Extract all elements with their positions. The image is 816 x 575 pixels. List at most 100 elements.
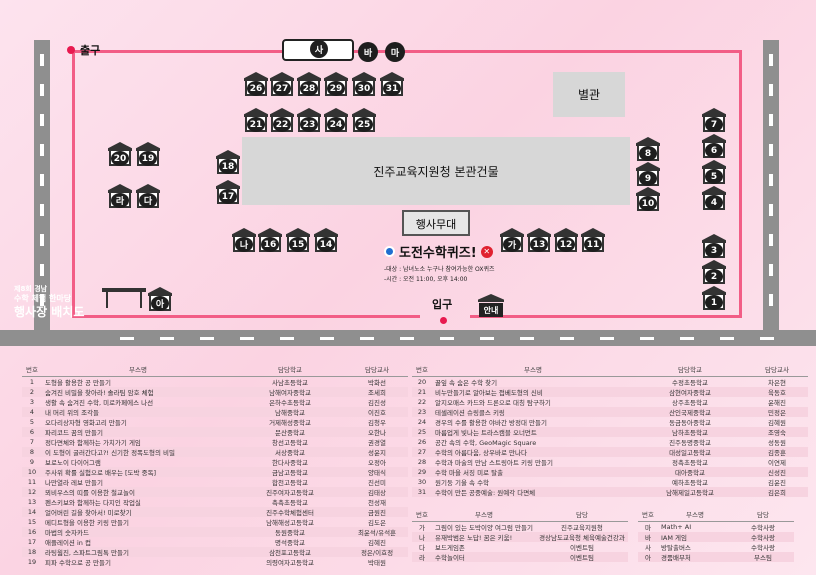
table-cell: 정다면체와 함께하는 가치가기 게임: [45, 439, 141, 447]
fence-bottom-right: [470, 315, 742, 318]
col-charge: 담당: [535, 507, 628, 522]
table-cell: 파리코드 꿈의 만들기: [42, 427, 234, 437]
booth-marker: 마: [385, 42, 405, 62]
col-teacher: 담당교사: [346, 362, 408, 377]
annex-building: 별관: [553, 72, 625, 117]
table-cell: 김종훈: [746, 447, 808, 457]
booth-tent: 15: [286, 228, 310, 252]
quiz-x-icon: ✕: [480, 245, 493, 258]
table-cell: 경상남도교육청 체육예술건강과: [535, 532, 628, 542]
table-cell: 의령여자고등학교: [266, 559, 314, 567]
table-cell: IAM 게임: [658, 532, 732, 542]
table-cell: 다: [419, 544, 425, 552]
table-cell: 박태원: [368, 559, 386, 567]
table-cell: 5: [29, 418, 35, 426]
entrance-label: 입구: [432, 298, 453, 311]
table-cell: 마름업게 빛나는 트라스캠블 오너먼트: [432, 427, 634, 437]
table-cell: 동금동아중학교: [669, 419, 711, 427]
booth-tent: 12: [554, 228, 578, 252]
table-cell: 오다리상자형 영화고리 만들기: [45, 419, 127, 427]
col-school: 담당학교: [234, 362, 346, 377]
table-cell: 정은/이효정: [346, 547, 408, 557]
table-cell: 진주여자고등학교: [234, 487, 346, 497]
table-cell: 23: [412, 407, 432, 417]
road-right: [763, 40, 779, 330]
table-cell: 진주수학체험센터: [234, 507, 346, 517]
table-cell: 15: [27, 518, 37, 526]
table-cell: 25: [412, 427, 432, 437]
table-cell: 18: [22, 547, 42, 557]
table-cell: 서상중학교: [234, 447, 346, 457]
table-cell: 오정아: [368, 459, 386, 467]
table-cell: 진선미: [368, 479, 386, 487]
table-cell: 6: [22, 427, 42, 437]
booth-tent: 2: [702, 260, 726, 284]
booth-tent: 24: [324, 108, 348, 132]
table-cell: 마: [645, 524, 651, 532]
booth-tent: 8: [636, 137, 660, 161]
booth-tent: 16: [258, 228, 282, 252]
table-cell: 남해해성고등학교: [266, 519, 314, 527]
table-cell: 김혜진: [368, 539, 386, 547]
table-cell: 도형을 활용한 공 만들기: [45, 379, 111, 387]
table-cell: 예하초등학교: [672, 479, 708, 487]
table-cell: 수학의 아름다움, 상우바로 만나다: [432, 447, 634, 457]
table-cell: 신성진: [746, 467, 808, 477]
table-cell: 20: [417, 378, 427, 386]
table-cell: 김윤진: [768, 479, 786, 487]
table-cell: 남하초등학교: [634, 427, 746, 437]
table-cell: 숨겨진 비밀을 찾아라! 솔라팀 암호 체험: [42, 387, 234, 397]
table-cell: 권경열: [368, 439, 386, 447]
table-cell: 29: [412, 467, 432, 477]
table-cell: 유재박범은 노답! 꿈은 키움!: [432, 532, 536, 542]
booth-tent: 25: [352, 108, 376, 132]
table-cell: 남해여자중학교: [234, 387, 346, 397]
table-cell: 금남고등학교: [234, 467, 346, 477]
table-cell: 수학이 만든 공중예술: 원예각 다면체: [432, 487, 634, 497]
table-cell: 김도은: [368, 519, 386, 527]
table-cell: 내 머리 위의 조각들: [42, 407, 234, 417]
table-cell: 촉촉초등학교: [272, 499, 308, 507]
table-cell: 최윤석/유석훈: [346, 527, 408, 537]
table-cell: 그림이 있는 도박이양 여그럼 만들기: [435, 524, 533, 532]
table-cell: 이벤트팀: [570, 544, 594, 552]
table-cell: 부스팀: [732, 552, 794, 562]
booth-tent: 14: [314, 228, 338, 252]
table-cell: 수학 마을 서징 미로 탈출: [432, 467, 634, 477]
table-cell: 3: [29, 398, 35, 406]
table-cell: 24: [417, 418, 427, 426]
table-cell: 31: [412, 487, 432, 497]
table-cell: 창선고등학교: [272, 439, 308, 447]
booth-tent: 나: [232, 228, 256, 252]
table-cell: 22: [417, 398, 427, 406]
booth-tent: 18: [216, 150, 240, 174]
table-cell: 라: [412, 552, 432, 562]
table-cell: 나: [412, 532, 432, 542]
table-cell: 수학과 마술의 만남 스트링아트 키링 만들기: [435, 459, 553, 467]
col-no: 번호: [412, 507, 432, 522]
table-cell: 10: [22, 467, 42, 477]
table-cell: 30: [417, 478, 427, 486]
table-cell: 거제해성중학교: [269, 419, 311, 427]
table-cell: 수학놀이터: [432, 552, 536, 562]
